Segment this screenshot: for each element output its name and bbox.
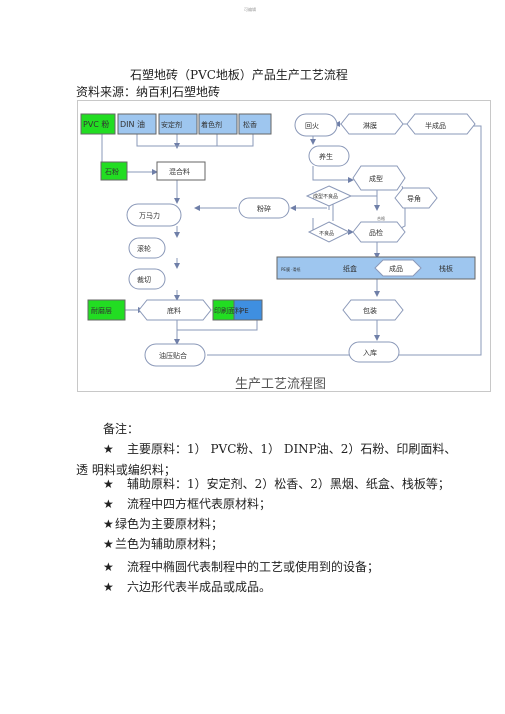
rosin-label: 松香	[243, 120, 257, 129]
pallet-label: 栈板	[439, 264, 453, 273]
star-icon: ★	[103, 517, 114, 531]
wanmali-label: 万马力	[139, 211, 160, 220]
cutting-label: 裁切	[137, 275, 151, 284]
note-line: ★ 主要原料：1） PVC粉、1） DINP油、2）石粉、印刷面料、	[103, 440, 456, 457]
note-text: 流程中椭圆代表制程中的工艺或使用到的设备；	[127, 560, 380, 574]
semi-node	[406, 113, 476, 135]
note-line: 透 明料或编织料；	[76, 461, 456, 478]
powder-label: 粉碎	[257, 204, 271, 213]
note-item: ★ 主要原料：1） PVC粉、1） DINP油、2）石粉、印刷面料、透 明料或编织…	[76, 440, 456, 478]
din-box	[117, 113, 157, 135]
powder-node	[238, 197, 290, 219]
packing-label: 包装	[363, 306, 377, 315]
coating-label: 淋膜	[363, 121, 377, 130]
defect-label: 不良品	[319, 230, 334, 237]
diagram-caption: 生产工艺流程图	[235, 377, 326, 392]
stone-box	[100, 161, 128, 181]
annealing-node	[294, 113, 338, 137]
inspection-label: 品检	[369, 228, 383, 237]
roller-label: 滚轮	[137, 244, 151, 253]
chamfer-label: 导角	[407, 194, 421, 203]
press-label: 油压贴合	[159, 351, 187, 360]
rosin-box	[238, 113, 272, 135]
colorant-label: 着色剂	[201, 120, 222, 129]
cutting-node	[128, 268, 166, 290]
note-line: ★兰色为辅助原材料；	[103, 535, 223, 552]
star-icon: ★	[103, 477, 114, 491]
notes-heading: 备注：	[103, 422, 140, 436]
note-text: 流程中四方框代表原材料；	[127, 497, 272, 511]
mixed-box	[156, 161, 206, 181]
note-line: ★ 流程中四方框代表原材料；	[103, 495, 271, 512]
qualified-label: 合格	[377, 215, 385, 221]
coating-node	[340, 113, 404, 135]
stabilizer-label: 安定剂	[161, 120, 182, 129]
stabilizer-box	[158, 113, 198, 135]
note-text: 透 明料或编织料；	[76, 463, 176, 477]
note-line: ★ 六边形代表半成品或成品。	[103, 578, 271, 595]
source-line: 资料来源：纳百利石塑地砖	[76, 85, 221, 99]
note-text: 六边形代表半成品或成品。	[127, 580, 272, 594]
product-label: 成品	[389, 264, 403, 273]
packing-hex	[342, 299, 404, 321]
note-item: ★ 流程中四方框代表原材料；	[103, 495, 271, 512]
base-node	[138, 299, 212, 321]
process-flow-diagram: PVC 粉 DIN 油 安定剂 着色剂 松香 石粉 混合料 万马力 滚轮 裁切 …	[77, 100, 491, 392]
defect-diamond	[307, 221, 351, 243]
star-icon: ★	[103, 580, 114, 594]
base-label: 底料	[167, 306, 181, 315]
star-icon: ★	[103, 560, 114, 574]
mixed-label: 混合料	[169, 167, 190, 176]
product-node	[374, 259, 422, 277]
carton-label: 纸盒	[343, 264, 357, 273]
product-hexagons	[138, 113, 476, 321]
page-title: 石塑地砖（PVC地板）产品生产工艺流程	[130, 68, 348, 82]
note-text: 主要原料：1） PVC粉、1） DINP油、2）石粉、印刷面料、	[127, 442, 457, 456]
header-mark: 可编辑	[244, 7, 256, 12]
semi-label: 半成品	[425, 121, 446, 130]
pe-box	[233, 299, 263, 321]
note-item: ★绿色为主要原材料；	[103, 515, 223, 532]
press-node	[144, 343, 206, 367]
annealing-label: 回火	[305, 122, 319, 130]
pvc-box	[80, 113, 116, 135]
forming-fail-label: 成型不良品	[313, 193, 338, 200]
note-item: ★ 辅助原料：1）安定剂、2）松香、2）黑烟、纸盒、栈板等；	[103, 475, 450, 492]
note-item: ★ 六边形代表半成品或成品。	[103, 578, 271, 595]
print-film-label: 印刷面料	[214, 306, 242, 315]
storage-label: 入库	[363, 348, 377, 357]
curing-node	[308, 145, 350, 167]
diagram-labels: PVC 粉 DIN 油 安定剂 着色剂 松香 石粉 混合料 万马力 滚轮 裁切 …	[83, 119, 453, 392]
note-item: ★兰色为辅助原材料；	[103, 535, 223, 552]
wear-layer-box	[87, 299, 126, 321]
curing-label: 养生	[319, 152, 333, 161]
note-line: ★ 流程中椭圆代表制程中的工艺或使用到的设备；	[103, 558, 379, 575]
decision-diamonds	[305, 185, 353, 243]
wanmali-node	[126, 203, 182, 227]
pvc-label: PVC 粉	[83, 119, 109, 129]
note-line: ★绿色为主要原材料；	[103, 515, 223, 532]
forming-fail-diamond	[305, 185, 353, 207]
note-text: 辅助原料：1）安定剂、2）松香、2）黑烟、纸盒、栈板等；	[127, 477, 450, 491]
note-text: 兰色为辅助原材料；	[115, 537, 224, 551]
forming-label: 成型	[369, 174, 383, 183]
star-icon: ★	[103, 442, 114, 456]
wear-layer-label: 耐磨层	[91, 306, 112, 315]
inspection-node	[352, 221, 406, 243]
roller-node	[128, 237, 166, 259]
pe-label: PE	[240, 307, 249, 315]
star-icon: ★	[103, 497, 114, 511]
storage-node	[348, 341, 400, 363]
star-icon: ★	[103, 537, 114, 551]
forming-node	[352, 165, 406, 191]
note-text: 绿色为主要原材料；	[115, 517, 224, 531]
note-item: ★ 流程中椭圆代表制程中的工艺或使用到的设备；	[103, 558, 379, 575]
din-label: DIN 油	[120, 119, 145, 129]
chamfer-node	[394, 187, 438, 209]
film-label: PE膜 ·滑纸	[281, 266, 300, 272]
stone-label: 石粉	[105, 167, 119, 176]
colorant-box	[198, 113, 238, 135]
note-line: ★ 辅助原料：1）安定剂、2）松香、2）黑烟、纸盒、栈板等；	[103, 475, 450, 492]
